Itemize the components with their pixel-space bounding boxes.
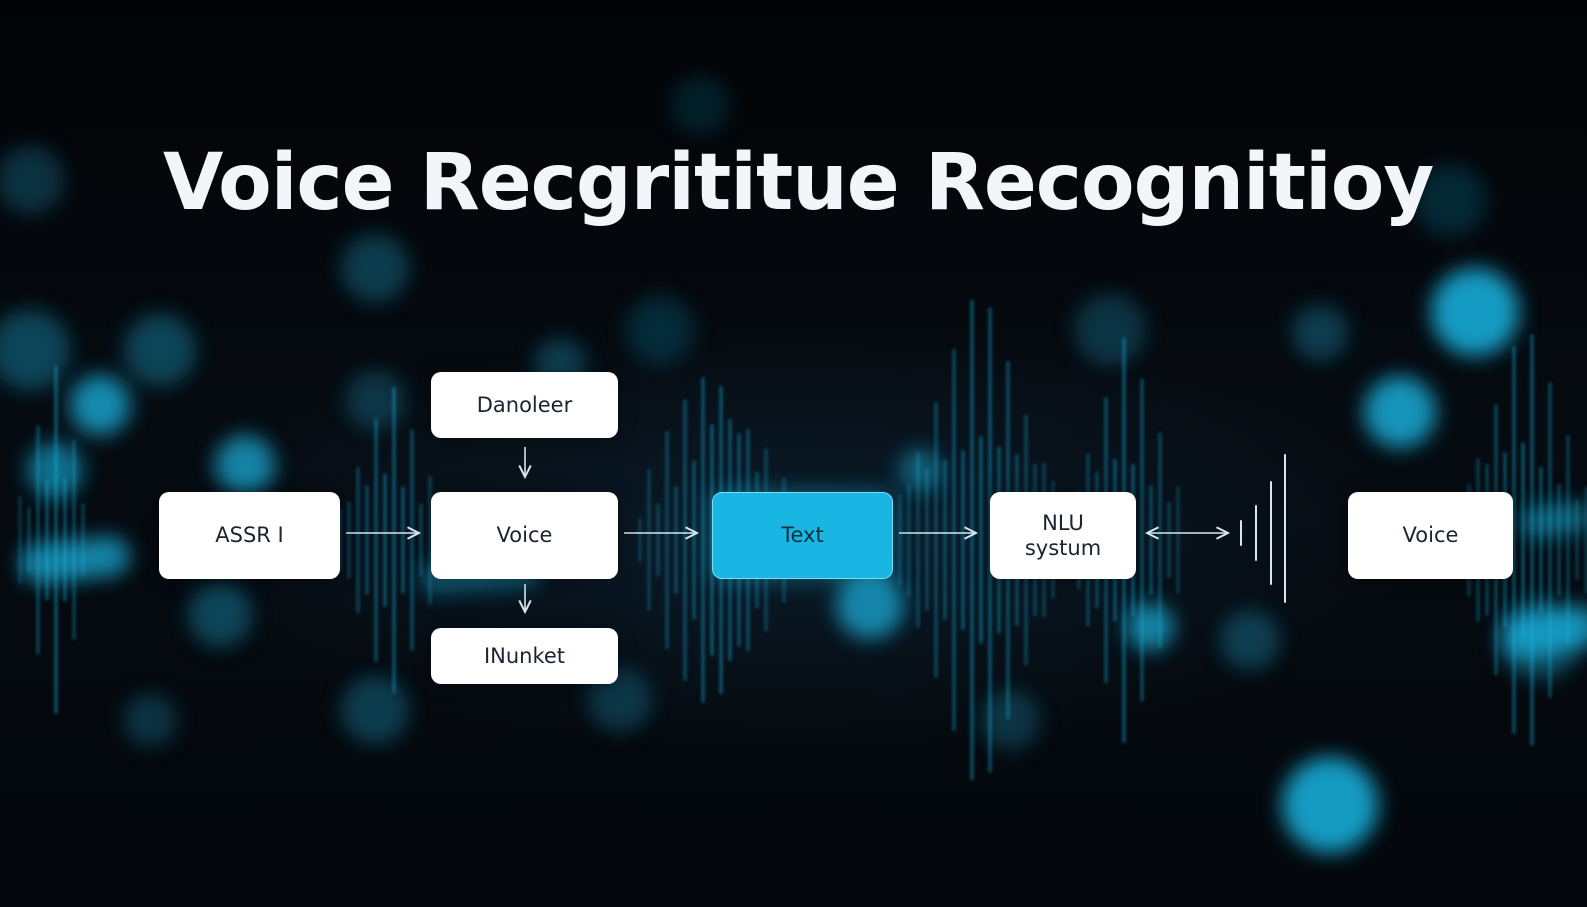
node-nlu-label-line1: NLU [1042, 511, 1084, 536]
node-asr-label: ASSR I [215, 523, 284, 548]
diagram-title: Voice Recgrititue Recognitioy [163, 138, 1434, 228]
node-danoleer-label: Danoleer [476, 392, 573, 417]
node-voice-center: Voice [431, 492, 618, 579]
node-inunket-label: INunket [483, 643, 566, 668]
node-nlu-label-line2: systum [1024, 535, 1102, 560]
node-danoleer: Danoleer [431, 372, 618, 438]
node-text-label: Text [781, 523, 824, 548]
node-text: Text [712, 492, 893, 579]
node-asr: ASSR I [159, 492, 340, 579]
node-nlu: NLU systum [990, 492, 1136, 579]
node-voice-center-label: Voice [496, 523, 553, 548]
node-inunket: INunket [431, 628, 618, 684]
node-voice-output-label: Voice [1402, 523, 1459, 548]
node-voice-output: Voice [1348, 492, 1513, 579]
